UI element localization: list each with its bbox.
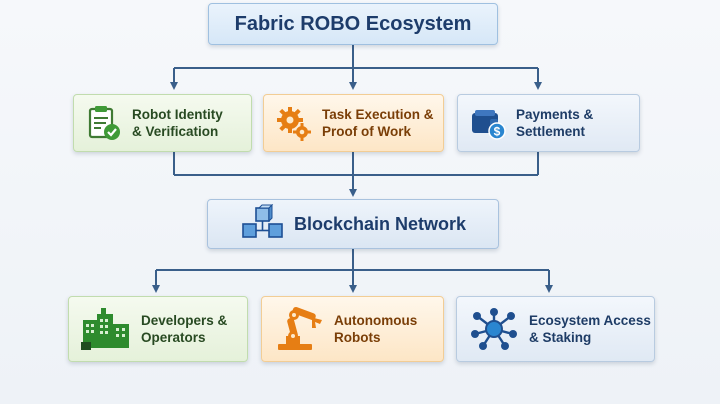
blockchain-network-box: Blockchain Network [207,199,499,249]
factory-icon [81,308,129,350]
card-label: Developers & Operators [141,313,228,345]
blockchain-network-label: Blockchain Network [293,213,467,234]
card-label: Task Execution & Proof of Work [322,107,434,139]
card-label: Payments & Settlement [516,107,594,139]
robot-arm-icon [278,306,322,350]
card-task-execution: Task Execution & Proof of Work [263,94,444,152]
card-payments: $ Payments & Settlement [457,94,640,152]
card-label: Ecosystem Access & Staking [529,313,651,345]
card-label: Robot Identity & Verification [132,107,223,139]
card-robot-identity: Robot Identity & Verification [73,94,252,152]
svg-text:$: $ [494,125,501,139]
card-developers: Developers & Operators [68,296,248,362]
diagram-title-box: Fabric ROBO Ecosystem [208,3,498,45]
diagram-title: Fabric ROBO Ecosystem [234,12,472,35]
card-autonomous-robots: Autonomous Robots [261,296,444,362]
card-ecosystem-access: Ecosystem Access & Staking [456,296,655,362]
clipboard-check-icon [88,106,120,140]
wallet-dollar-icon: $ [472,110,506,140]
gears-icon [277,107,311,141]
card-label: Autonomous Robots [334,313,418,345]
blockchain-cubes-icon [242,204,283,238]
network-hub-icon [471,308,517,350]
